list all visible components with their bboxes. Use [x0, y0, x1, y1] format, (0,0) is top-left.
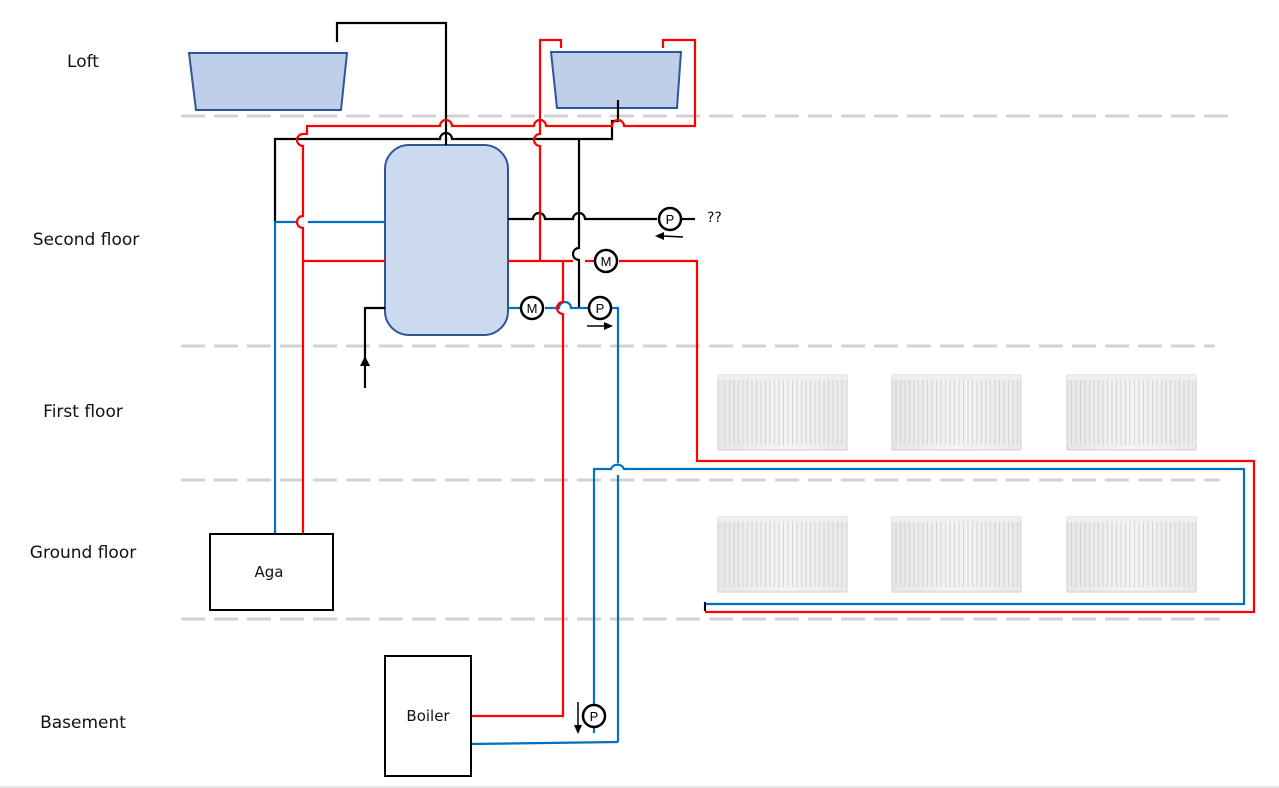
expansion-tank	[549, 51, 683, 109]
vent-header-pipe	[273, 100, 620, 222]
cold-tank-feed-pipe	[335, 21, 448, 140]
boiler-box	[384, 655, 472, 777]
hot-water-cylinder	[384, 144, 509, 336]
aga-flow-pipe	[295, 38, 697, 534]
radiator-first-1	[717, 374, 848, 451]
vent-riser-right	[571, 139, 581, 307]
return-pipes	[273, 220, 1246, 746]
flow-arrow-up-icon	[360, 356, 370, 366]
radiator-ground-2	[891, 516, 1022, 593]
unknown-outlet-label: ??	[707, 210, 722, 226]
cylinder-return-pipe-2	[545, 300, 589, 310]
floor-label-first: First floor	[43, 402, 123, 422]
boiler-flow-pipe	[471, 261, 565, 718]
radiator-first-2	[891, 374, 1022, 451]
floor-label-second: Second floor	[32, 230, 140, 250]
cold-water-tank	[187, 52, 349, 111]
aga-label: Aga	[254, 563, 284, 581]
cold-main-inlet	[363, 306, 385, 388]
floor-label-basement: Basement	[40, 713, 126, 733]
motorised-valve-cylinder: M	[519, 295, 545, 321]
hw-return-pipe	[508, 211, 657, 221]
expansion-vent-left	[532, 38, 563, 261]
flow-arrow-left-icon	[655, 232, 684, 240]
radiators	[717, 374, 1197, 593]
floor-label-ground: Ground floor	[29, 543, 137, 563]
pump-hot-water-return: P	[657, 206, 683, 232]
aga-box	[209, 533, 334, 611]
pump-symbol: P	[666, 212, 675, 227]
radiator-ground-3	[1066, 516, 1197, 593]
page-bottom-rule	[0, 786, 1279, 788]
pump-boiler: P	[581, 703, 607, 729]
motorised-valve-heating: M	[593, 248, 619, 274]
floor-label-loft: Loft	[67, 52, 99, 72]
boiler-pump-riser	[592, 463, 1246, 733]
boiler-return-pipe	[470, 740, 619, 746]
pump-symbol: P	[590, 709, 599, 724]
aga-return-pipe	[273, 220, 296, 534]
flow-pipes	[295, 38, 1256, 718]
flow-arrow-right-icon	[587, 322, 613, 330]
pump-symbol: P	[596, 301, 605, 316]
radiator-ground-1	[717, 516, 848, 593]
pump-heating-flow: P	[587, 295, 613, 321]
radiator-first-3	[1066, 374, 1197, 451]
valve-symbol: M	[527, 301, 538, 316]
heating-flow-out	[619, 259, 1256, 614]
flow-arrow-down-icon	[574, 702, 582, 734]
boiler-label: Boiler	[406, 707, 450, 725]
heating-flow-pipe	[612, 306, 620, 463]
valve-symbol: M	[601, 254, 612, 269]
